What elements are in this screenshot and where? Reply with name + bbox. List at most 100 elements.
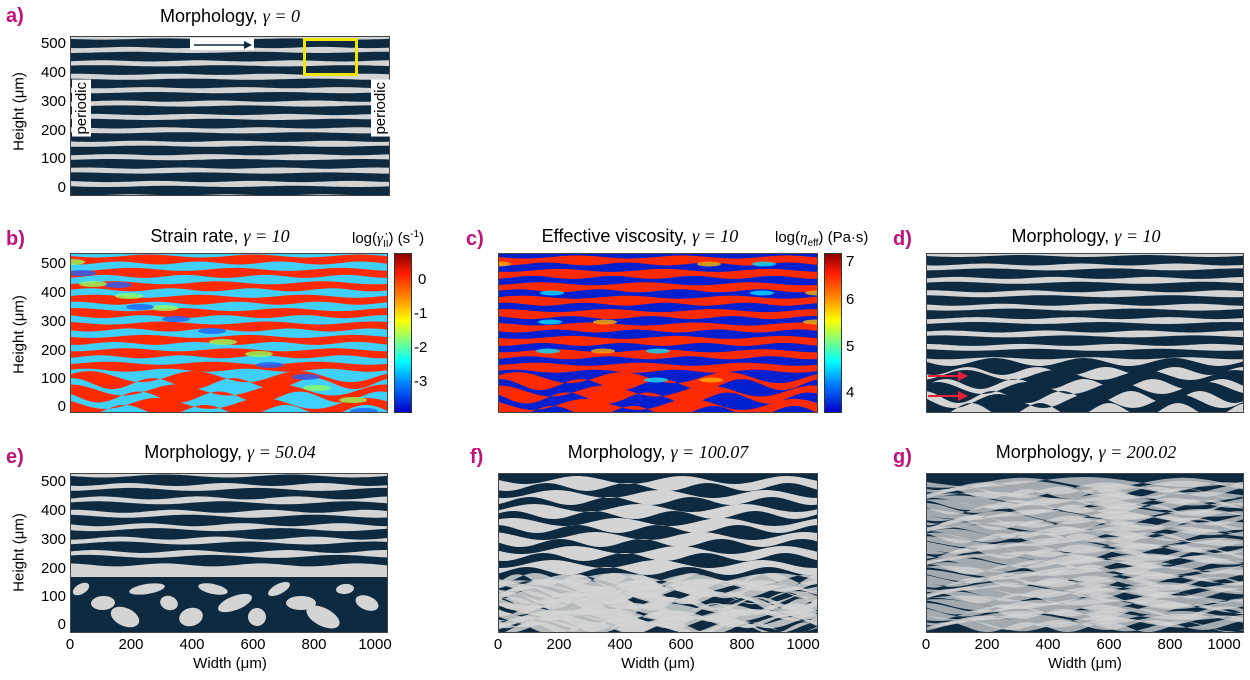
cb-tick-c-4: 4 bbox=[846, 384, 855, 401]
colorbar-c bbox=[824, 253, 842, 413]
cb-tick-b-1: -1 bbox=[414, 305, 428, 322]
y-tick-b-400: 400 bbox=[40, 284, 66, 301]
y-tick-b-200: 200 bbox=[40, 342, 66, 359]
cb-tick-c-7: 7 bbox=[846, 253, 855, 270]
panel-label-g: g) bbox=[893, 446, 912, 468]
zoom-highlight-box bbox=[303, 38, 358, 76]
field-blob bbox=[538, 319, 562, 325]
field-blob bbox=[151, 305, 179, 311]
field-blob bbox=[162, 316, 190, 322]
light-layer bbox=[499, 518, 817, 533]
morphology-panel-e bbox=[70, 473, 388, 633]
x-tick-g-600: 600 bbox=[1096, 636, 1122, 653]
cb-tick-b-2: -2 bbox=[414, 339, 428, 356]
y-tick-e-200: 200 bbox=[40, 560, 66, 577]
light-swirl bbox=[248, 608, 266, 626]
field-bg bbox=[71, 254, 387, 412]
field-blob bbox=[805, 290, 817, 296]
dark-layer bbox=[927, 322, 1243, 333]
cb-b-sup: -1 bbox=[410, 229, 420, 240]
y-tick-a-400: 400 bbox=[40, 64, 66, 81]
cb-c-post: ) (Pa·s) bbox=[818, 229, 869, 246]
dark-layer bbox=[71, 554, 387, 567]
dark-layer bbox=[71, 132, 389, 142]
field-blob bbox=[697, 261, 721, 267]
light-swirl bbox=[286, 596, 316, 610]
field-blob bbox=[591, 348, 615, 354]
dark-layer bbox=[927, 348, 1243, 360]
x-axis-label-f: Width (μm) bbox=[621, 655, 695, 672]
dark-layer bbox=[71, 487, 387, 500]
panel-title-text-b: Strain rate, bbox=[150, 226, 244, 246]
strain-rate-panel bbox=[70, 253, 388, 413]
cb-b-pre: log( bbox=[352, 230, 378, 247]
light-layer bbox=[499, 532, 817, 547]
dark-layer bbox=[71, 159, 389, 169]
high-strain-layer bbox=[71, 348, 387, 359]
light-swirl bbox=[268, 581, 290, 597]
dark-layer bbox=[927, 308, 1243, 320]
panel-gamma-b: γ = 10 bbox=[243, 226, 290, 246]
high-viscosity-layer bbox=[499, 385, 817, 404]
mixed-filament bbox=[927, 606, 1243, 619]
high-viscosity-layer bbox=[499, 398, 817, 412]
dark-layer bbox=[927, 281, 1243, 293]
x-axis-label-e: Width (μm) bbox=[193, 655, 267, 672]
field-blob bbox=[256, 362, 284, 368]
high-viscosity-layer bbox=[499, 362, 817, 373]
panel-gamma-f: γ = 100.07 bbox=[670, 442, 749, 462]
x-tick-e-600: 600 bbox=[240, 636, 266, 653]
panel-label-b: b) bbox=[6, 228, 25, 250]
panel-label-a: a) bbox=[6, 5, 24, 27]
x-tick-g-1000: 1000 bbox=[1207, 636, 1241, 653]
light-layer bbox=[499, 490, 817, 505]
cb-b-sym: γ̇ bbox=[377, 231, 383, 247]
high-strain-layer bbox=[71, 267, 387, 278]
panel-title-text-f: Morphology, bbox=[567, 442, 671, 462]
y-tick-b-100: 100 bbox=[40, 370, 66, 387]
stripes-e bbox=[71, 474, 387, 632]
panel-title-text-a: Morphology, bbox=[160, 6, 263, 26]
light-swirl bbox=[218, 593, 252, 613]
panel-title-b: Strain rate, γ = 10 bbox=[70, 226, 370, 247]
panel-title-text-d: Morphology, bbox=[1011, 226, 1115, 246]
light-swirl bbox=[129, 583, 165, 595]
high-strain-layer bbox=[71, 308, 387, 319]
dark-layer bbox=[71, 65, 389, 75]
x-tick-e-1000: 1000 bbox=[358, 636, 392, 653]
y-tick-e-0: 0 bbox=[57, 616, 66, 633]
high-viscosity-layer bbox=[499, 309, 817, 320]
mixed-filament bbox=[927, 521, 1243, 533]
morphology-panel-d bbox=[926, 253, 1244, 413]
light-layer bbox=[499, 504, 817, 519]
stripes-g bbox=[927, 477, 1243, 632]
light-swirl bbox=[336, 583, 354, 595]
dark-layer bbox=[927, 335, 1243, 346]
field-blob bbox=[499, 261, 511, 267]
mixed-filament bbox=[499, 579, 817, 593]
light-swirl bbox=[179, 607, 203, 627]
high-viscosity-layer bbox=[499, 322, 817, 333]
mixed-filament bbox=[927, 602, 1243, 615]
y-tick-b-300: 300 bbox=[40, 313, 66, 330]
y-tick-b-0: 0 bbox=[57, 398, 66, 415]
mixed-filament bbox=[927, 573, 1243, 586]
high-strain-layer bbox=[71, 384, 387, 403]
mixed-filament bbox=[499, 591, 817, 605]
x-tick-e-400: 400 bbox=[179, 636, 205, 653]
y-tick-a-200: 200 bbox=[40, 122, 66, 139]
high-viscosity-layer bbox=[499, 372, 817, 391]
field-blob bbox=[79, 281, 107, 287]
high-strain-layer bbox=[71, 321, 387, 332]
colorbar-b bbox=[394, 253, 412, 413]
field-blob bbox=[209, 339, 237, 345]
high-strain-layer bbox=[71, 281, 387, 292]
mixed-filament bbox=[927, 621, 1243, 632]
y-tick-a-0: 0 bbox=[57, 179, 66, 196]
cb-b-end: ) bbox=[419, 230, 425, 247]
field-blob bbox=[593, 319, 617, 325]
high-strain-layer bbox=[71, 397, 387, 412]
x-tick-f-200: 200 bbox=[546, 636, 572, 653]
field-blob bbox=[644, 377, 668, 383]
x-tick-g-200: 200 bbox=[974, 636, 1000, 653]
